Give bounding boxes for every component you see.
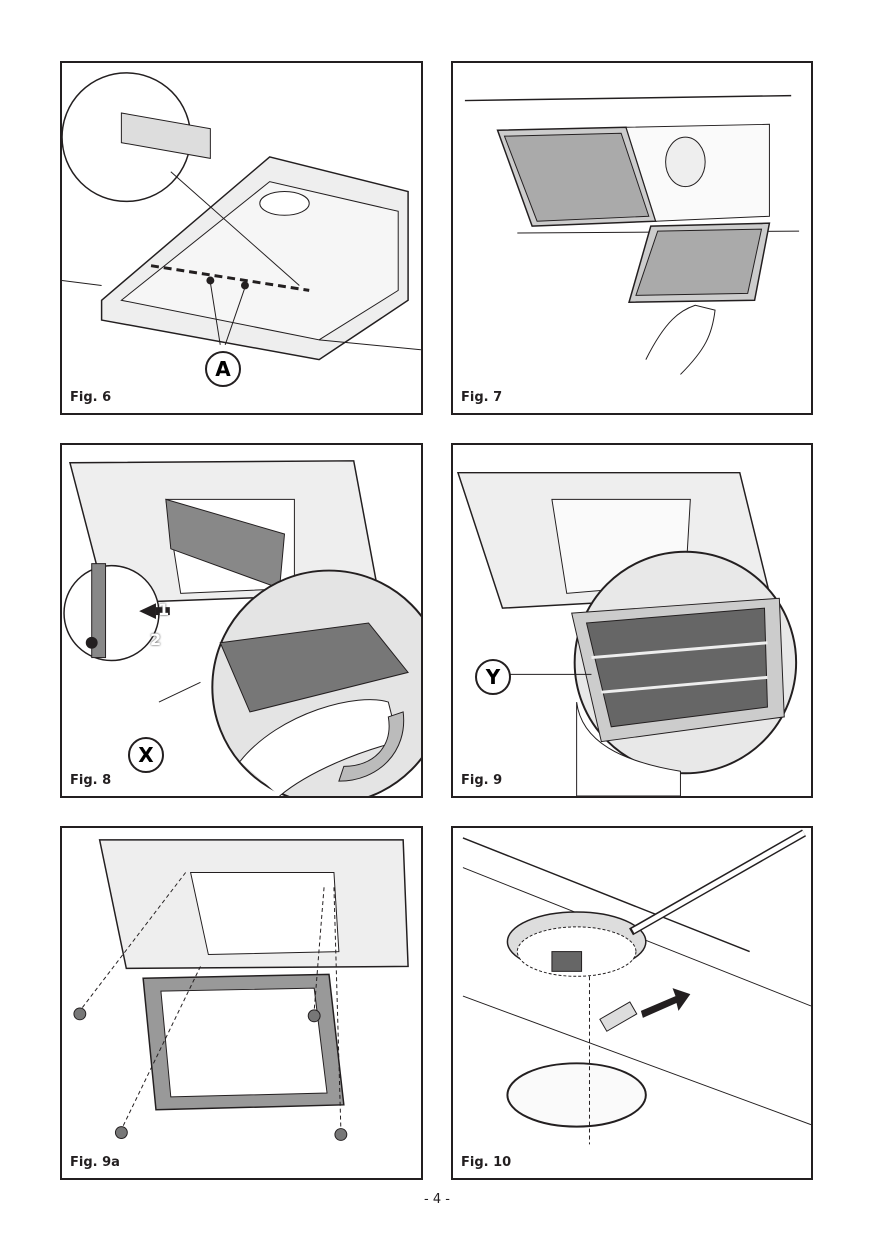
figure-caption: Fig. 9a bbox=[70, 1155, 120, 1170]
figure-7: Fig. 7 bbox=[451, 61, 813, 415]
lamp-replacement-illustration bbox=[462, 829, 811, 1145]
grease-filter-removal-illustration bbox=[464, 94, 800, 375]
frame-screws-illustration bbox=[73, 839, 409, 1141]
figure-9: Y Fig. 9 bbox=[451, 443, 813, 798]
page-number: - 4 - bbox=[424, 1192, 450, 1207]
figure-caption: Fig. 10 bbox=[461, 1155, 512, 1170]
hood-screw-illustration bbox=[62, 72, 421, 361]
filter-frame-illustration bbox=[456, 471, 798, 796]
label-a: A bbox=[205, 351, 241, 387]
label-y: Y bbox=[475, 659, 511, 695]
figure-10: Fig. 10 bbox=[451, 826, 813, 1180]
carbon-filter-removal-illustration bbox=[63, 460, 421, 796]
figure-caption: Fig. 7 bbox=[461, 390, 503, 405]
figure-6: A Fig. 6 bbox=[60, 61, 423, 415]
figure-9a: Fig. 9a bbox=[60, 826, 423, 1180]
step-2-label: 2 bbox=[150, 630, 162, 649]
figure-caption: Fig. 8 bbox=[70, 773, 112, 788]
figure-caption: Fig. 9 bbox=[461, 773, 503, 788]
figure-caption: Fig. 6 bbox=[70, 390, 112, 405]
step-1-label: 1 bbox=[158, 600, 170, 619]
label-x: X bbox=[128, 737, 164, 773]
figure-8: 1 2 X Fig. 8 bbox=[60, 443, 423, 798]
